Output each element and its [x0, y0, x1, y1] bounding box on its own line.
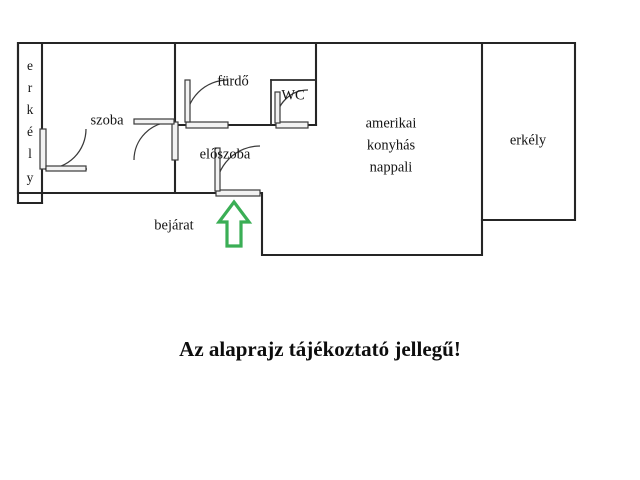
erkely-left-letter-2: k	[27, 102, 34, 117]
erkely-right-outline	[480, 41, 577, 222]
erkely-left-letter-4: l	[28, 146, 32, 161]
entrance-arrow-icon	[215, 199, 253, 248]
room-label-nappali-line2: konyhás	[367, 137, 416, 153]
door-wc	[274, 89, 309, 129]
erkely-left-label: e r k é l y	[27, 58, 34, 185]
erkely-left-letter-1: r	[28, 80, 33, 95]
room-label-wc: WC	[281, 87, 304, 103]
door-entrance	[214, 145, 261, 197]
plan-caption: Az alaprajz tájékoztató jellegű!	[179, 337, 461, 361]
room-label-szoba: szoba	[90, 112, 124, 128]
room-label-furdo: fürdő	[217, 73, 248, 89]
room-label-nappali-line3: nappali	[370, 159, 413, 175]
room-label-eloszoba: előszoba	[200, 146, 251, 162]
door-erkely-szoba	[39, 128, 87, 172]
erkely-left-letter-0: e	[27, 58, 33, 73]
room-label-nappali: amerikai konyhás nappali	[366, 115, 417, 175]
erkely-left-letter-3: é	[27, 124, 33, 139]
door-furdo	[184, 79, 229, 129]
room-label-erkely-right: erkély	[510, 132, 547, 148]
label-bejarat: bejárat	[154, 217, 193, 233]
erkely-left-letter-5: y	[27, 170, 34, 185]
room-label-nappali-line1: amerikai	[366, 115, 417, 131]
door-szoba-eloszoba	[133, 118, 179, 161]
